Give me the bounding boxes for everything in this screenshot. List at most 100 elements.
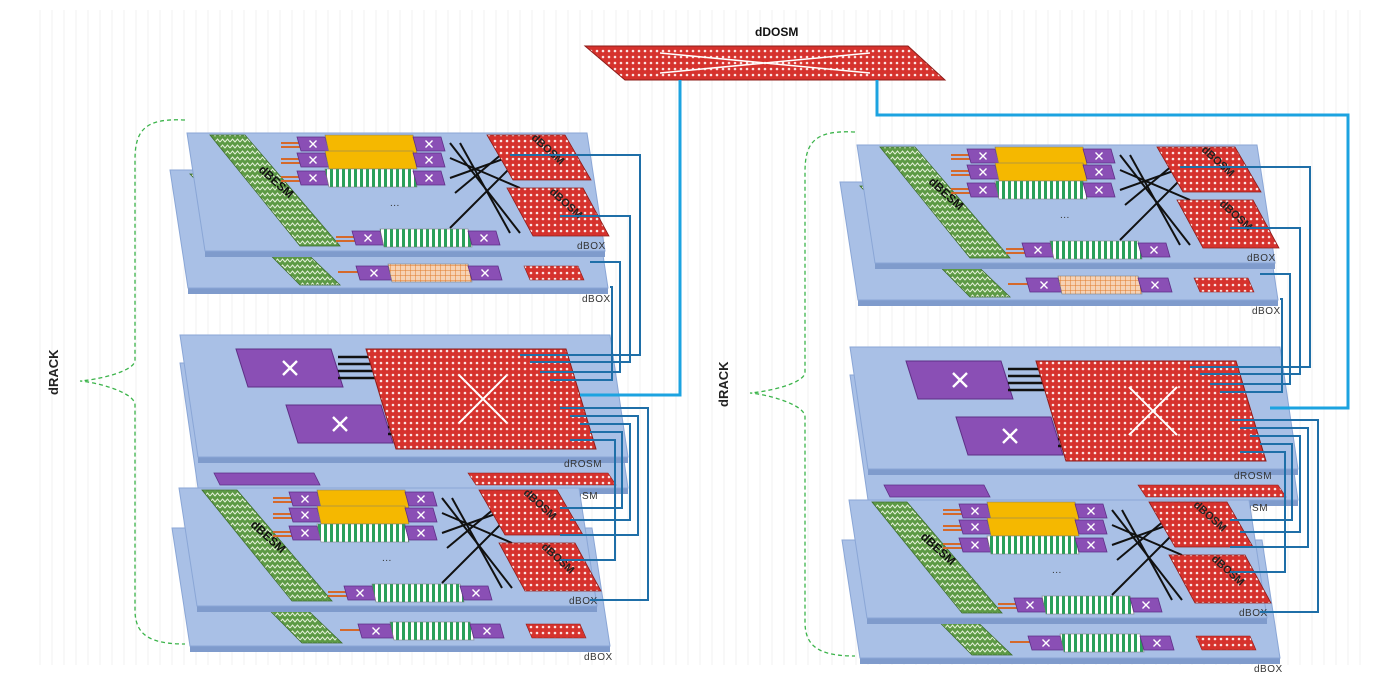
cpu-chip-cross-icon [301, 511, 309, 519]
cpu-chip-cross-icon [1026, 601, 1034, 609]
dbesm-module [879, 146, 1011, 259]
cable [540, 261, 621, 373]
dbosm-module [1176, 199, 1280, 249]
dbosm-module [525, 623, 587, 639]
link-line [1121, 509, 1173, 601]
drack-label: dRACK [46, 349, 61, 395]
switch-cross-icon [659, 52, 871, 74]
memory-module [389, 621, 475, 641]
ddosm-group: dDOSM [583, 25, 947, 81]
drosm-label: dROSM [564, 459, 602, 470]
cpu-chip-cross-icon [417, 495, 425, 503]
ddosm-title: dDOSM [755, 25, 798, 39]
memory-module [994, 180, 1088, 200]
cpu-chip-cross-icon [1142, 601, 1150, 609]
cpu-chip-cross-icon [1087, 507, 1095, 515]
dbox-label: dBOX [1239, 608, 1268, 619]
link-line [449, 157, 521, 189]
cpu-chip-cross-icon [425, 174, 433, 182]
dbox-panel-edge [190, 646, 610, 652]
drosm-panel-edge [868, 469, 1298, 475]
drosm-module [1137, 484, 1287, 498]
link-line [441, 512, 513, 544]
cpu-chip-cross-icon [309, 140, 317, 148]
cpu-chip-cross-icon [481, 269, 489, 277]
memory-module [316, 523, 410, 543]
ddosm-uplink-left [580, 80, 682, 397]
dbox-panel-edge [205, 251, 605, 257]
cable [1200, 227, 1301, 375]
cable [560, 439, 616, 561]
ellipsis: ... [382, 553, 392, 564]
memory-module [316, 505, 410, 525]
memory-module [986, 535, 1080, 555]
cable [1220, 298, 1283, 393]
cable [1180, 166, 1311, 368]
dbox-label: dBOX [1252, 306, 1281, 317]
dbox-label: dBOX [1254, 664, 1283, 672]
memory-module [994, 162, 1088, 182]
dbox-label: dBOX [577, 241, 606, 252]
cpu-chip-cross-icon [979, 152, 987, 160]
cpu-chip-cross-icon [979, 168, 987, 176]
memory-module [324, 150, 418, 170]
ddosm-uplink-right [875, 80, 1350, 410]
cpu-chip-cross-icon [417, 529, 425, 537]
cpu-chip-cross-icon [1151, 281, 1159, 289]
dbesm-module [201, 489, 333, 602]
memory-module [316, 489, 410, 509]
dbox-label: dBOX [569, 596, 598, 607]
link-line [459, 142, 511, 234]
cpu-chip-cross-icon [483, 627, 491, 635]
drack-label: dRACK [716, 361, 731, 407]
dbox-label: dBOX [1247, 253, 1276, 264]
dbosm-module [1156, 146, 1262, 193]
dbosm-module [486, 134, 592, 181]
cpu-chip-cross-icon [1087, 541, 1095, 549]
cable [1210, 273, 1291, 385]
rack-cabling [510, 154, 649, 601]
cpu-chip-cross-icon [301, 529, 309, 537]
cpu-chip-cross-icon [971, 541, 979, 549]
cpu-chip-cross-icon [1153, 639, 1161, 647]
dbesm-module [871, 501, 1003, 614]
cpu-chip-cross-icon [971, 523, 979, 531]
dbosm-module [523, 265, 585, 281]
ellipsis: ... [1060, 210, 1070, 221]
cpu-chip [213, 472, 321, 486]
cpu-chip [883, 484, 991, 498]
drosm-panel-edge [198, 457, 628, 463]
cable [1240, 435, 1301, 533]
cpu-cross-icon [332, 416, 348, 432]
drack-1: dRACKdBOX...dBOSMdBOSMdBESMdBOXdROSMdROS… [46, 119, 649, 663]
link-line [451, 497, 503, 589]
cpu-chip-cross-icon [370, 269, 378, 277]
dbox-panel-edge [188, 288, 608, 294]
cable [570, 423, 631, 521]
dbox-panel-edge [860, 658, 1280, 664]
cpu-chip-cross-icon [979, 186, 987, 194]
memory-module [1049, 240, 1143, 260]
cpu-chip-cross-icon [417, 511, 425, 519]
dbosm-module [1193, 277, 1255, 293]
memory-module [379, 228, 473, 248]
cpu-chip-cross-icon [1150, 246, 1158, 254]
dbox-panel-edge [875, 263, 1275, 269]
dbosm-module [506, 187, 610, 237]
drosm-label: dROSM [1234, 471, 1272, 482]
cpu-chip-cross-icon [425, 156, 433, 164]
memory-module [986, 501, 1080, 521]
dbosm-module [1195, 635, 1257, 651]
switch-cross-icon [1128, 386, 1178, 436]
cpu-chip-cross-icon [1095, 168, 1103, 176]
cpu-chip-cross-icon [309, 156, 317, 164]
cable [560, 407, 649, 601]
drosm-switch [1035, 360, 1267, 462]
cpu-chip-cross-icon [1040, 281, 1048, 289]
link-line [1119, 169, 1191, 201]
cpu-cross-icon [952, 372, 968, 388]
cpu-chip-cross-icon [1095, 186, 1103, 194]
cpu-chip-cross-icon [356, 589, 364, 597]
cable [560, 431, 623, 509]
cable [1230, 427, 1309, 548]
